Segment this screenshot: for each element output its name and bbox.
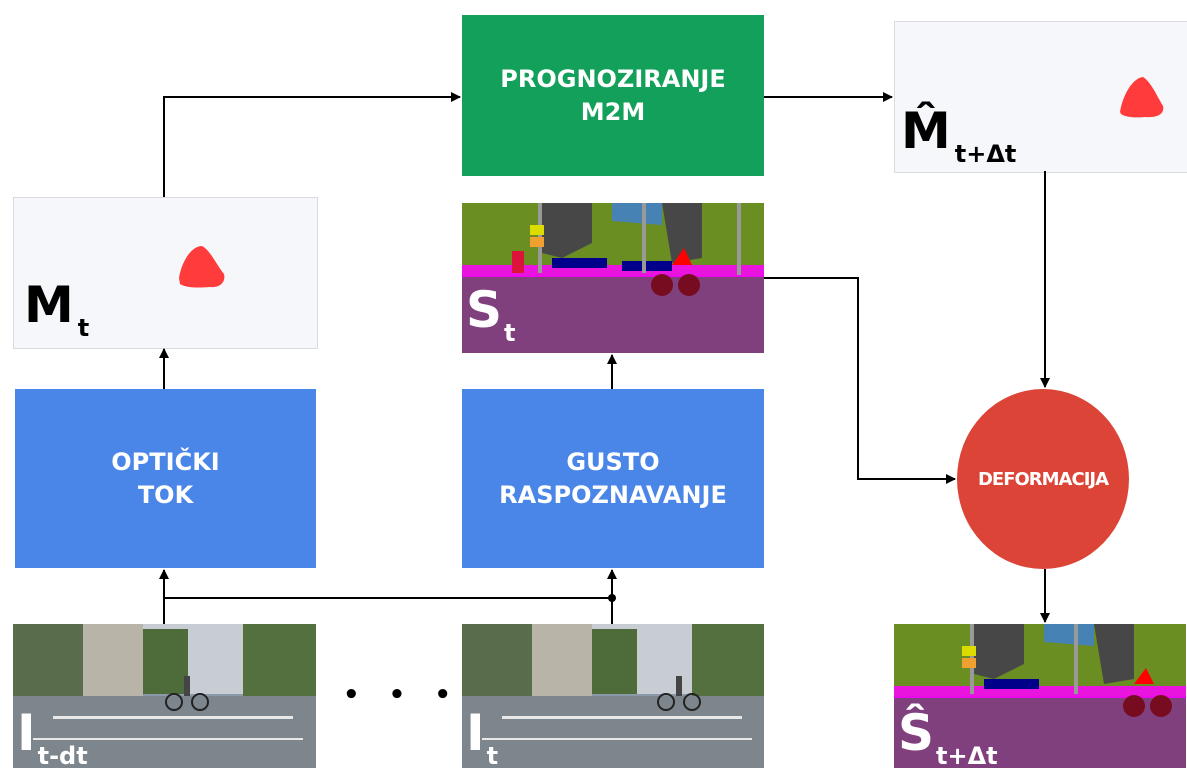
warp-label: DEFORMACIJA [977, 468, 1109, 490]
s-hat-main: Ŝ [898, 704, 935, 762]
segmentation-panel: St [462, 203, 764, 353]
frame-current-panel: It [462, 624, 764, 768]
forecast-mask-image [1120, 77, 1164, 118]
m-t-main: M [24, 276, 74, 334]
dense-recognition-box: GUSTO RASPOZNAVANJE [462, 389, 764, 568]
frame-current-image [462, 624, 764, 768]
arrow-seg-to-warp [764, 277, 956, 484]
optical-flow-label: OPTIČKI TOK [111, 448, 220, 509]
i-t-sub: t [486, 742, 499, 768]
i-prev-sub: t-dt [37, 742, 88, 768]
forecast-segmentation-panel: Ŝt+Δt [894, 624, 1186, 768]
i-t-main: I [466, 704, 485, 762]
s-t-sub: t [504, 319, 516, 347]
optical-flow-box: OPTIČKI TOK [15, 389, 316, 568]
arrow-current-to-flow [164, 597, 613, 624]
frame-prev-panel: It-dt [13, 624, 316, 768]
i-t-label: It [466, 708, 498, 768]
m-hat-main: M̂ [901, 102, 951, 160]
forecast-segmentation-image [894, 624, 1186, 768]
s-hat-label: Ŝt+Δt [898, 708, 998, 768]
forecast-mask-panel: M̂t+Δt [894, 21, 1187, 173]
s-t-label: St [466, 285, 516, 345]
forecast-box: PROGNOZIRANJE M2M [462, 15, 764, 176]
i-prev-main: I [17, 704, 36, 762]
ellipsis: • • • [343, 680, 461, 710]
forecast-label: PROGNOZIRANJE M2M [500, 65, 726, 126]
i-prev-label: It-dt [17, 708, 88, 768]
m-hat-sub: t+Δt [954, 140, 1017, 168]
flow-mask-image [179, 246, 225, 288]
warp-circle: DEFORMACIJA [957, 389, 1129, 569]
arrow-mask-to-forecast [163, 92, 461, 197]
s-hat-sub: t+Δt [936, 742, 998, 768]
s-t-main: S [466, 281, 503, 339]
segmentation-image [462, 203, 764, 353]
m-hat-label: M̂t+Δt [901, 106, 1016, 166]
frame-prev-image [13, 624, 316, 768]
dense-recognition-label: GUSTO RASPOZNAVANJE [499, 448, 727, 509]
m-t-sub: t [77, 314, 90, 342]
